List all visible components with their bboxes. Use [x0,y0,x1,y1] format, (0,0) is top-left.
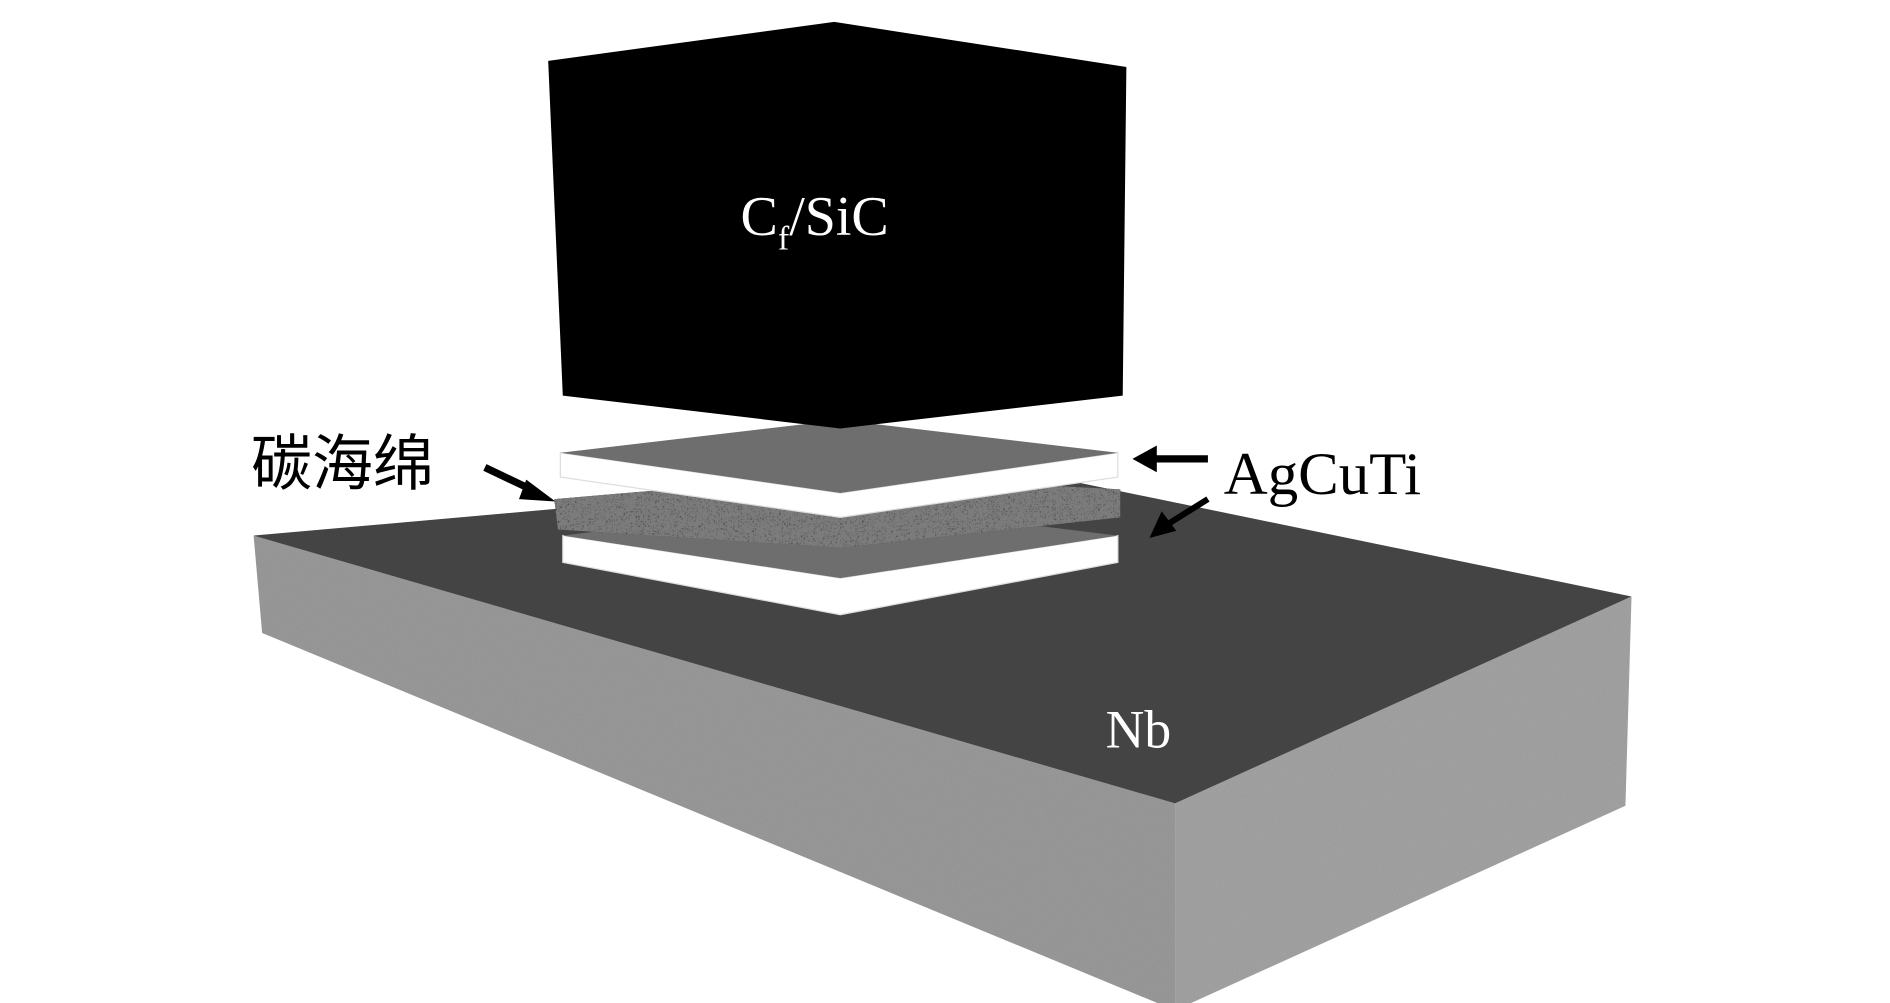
nb-right-side [1175,596,1632,1003]
nb-label: Nb [1106,699,1171,759]
agcuti-upper-arrowhead [1132,445,1157,473]
agcuti-lower-arrow [1167,496,1210,526]
sponge-arrowhead [518,479,556,502]
cfsic-label: Cf/SiC [741,186,889,258]
cfsic-block [548,21,1127,429]
arrows [483,445,1210,539]
agcuti-label: AgCuTi [1224,441,1421,508]
nb-left-side [253,535,1176,1003]
agcuti-upper-sheet [559,419,1119,518]
agcuti-lower-arrowhead [1149,511,1177,539]
carbon-sponge-label: 碳海绵 [251,431,434,498]
